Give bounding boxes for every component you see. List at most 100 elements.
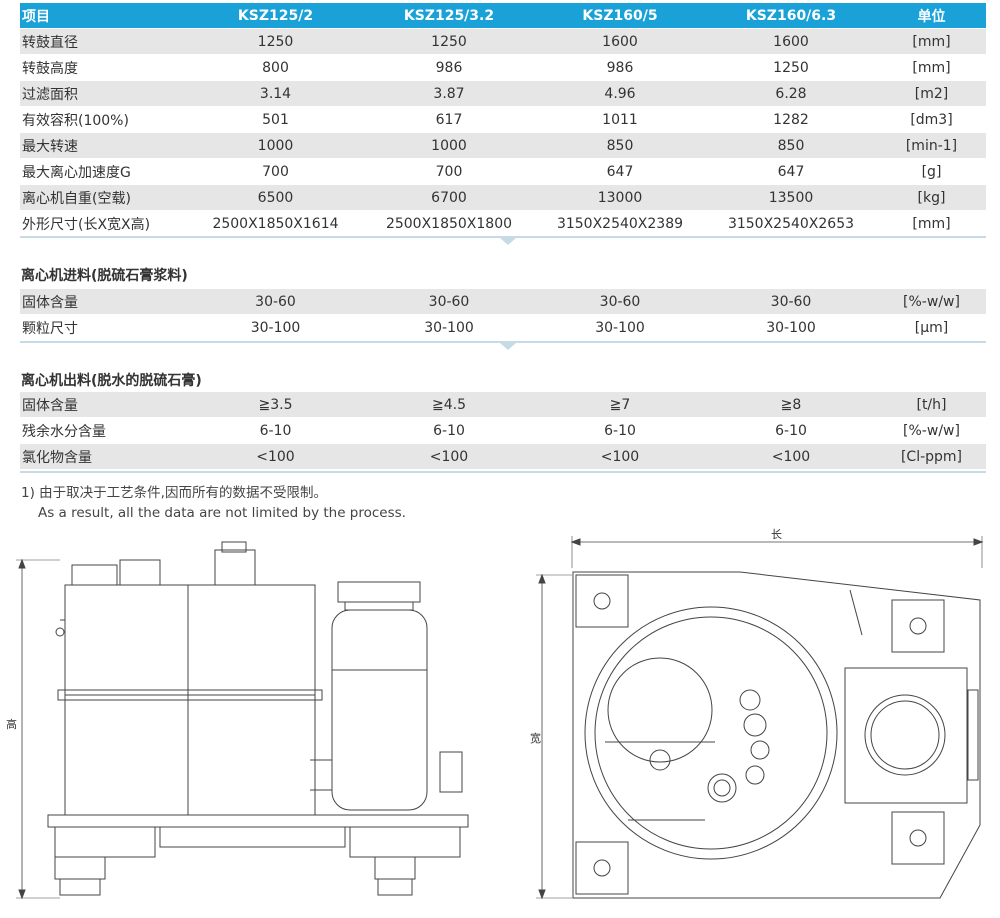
unit-cell: [dm3] xyxy=(877,106,986,133)
row-label: 固体含量 xyxy=(20,289,188,315)
dimension-label-width: 宽 xyxy=(530,732,541,745)
column-header: 单位 xyxy=(877,3,986,29)
value-cell: 4.96 xyxy=(535,80,705,107)
value-cell: 30-60 xyxy=(188,289,363,315)
value-cell: <100 xyxy=(705,443,877,470)
value-cell: 986 xyxy=(535,54,705,81)
row-label: 最大转速 xyxy=(20,132,188,159)
value-cell: <100 xyxy=(535,443,705,470)
row-label: 转鼓直径 xyxy=(20,28,188,55)
value-cell: 6500 xyxy=(188,184,363,211)
section-separator xyxy=(20,236,986,245)
value-cell: 1600 xyxy=(535,28,705,55)
value-cell: 6.28 xyxy=(705,80,877,107)
unit-cell: [t/h] xyxy=(877,392,986,418)
section-title-output: 离心机出料(脱水的脱硫石膏) xyxy=(21,373,202,389)
column-header: KSZ160/5 xyxy=(535,3,705,29)
value-cell: 501 xyxy=(188,106,363,133)
value-cell: 1250 xyxy=(363,28,535,55)
section-title-feed: 离心机进料(脱硫石膏浆料) xyxy=(21,268,188,284)
side-elevation-view xyxy=(16,541,469,900)
value-cell: 2500X1850X1614 xyxy=(188,210,363,237)
value-cell: 3150X2540X2653 xyxy=(705,210,877,237)
section-separator xyxy=(20,471,986,473)
unit-cell: [Cl-ppm] xyxy=(877,443,986,470)
value-cell: 1011 xyxy=(535,106,705,133)
value-cell: ≧3.5 xyxy=(188,392,363,418)
unit-cell: [mm] xyxy=(877,210,986,237)
value-cell: 30-60 xyxy=(705,289,877,315)
unit-cell: [mm] xyxy=(877,28,986,55)
value-cell: 647 xyxy=(535,158,705,185)
table-row: 固体含量≧3.5≧4.5≧7≧8[t/h] xyxy=(20,392,986,418)
footnote-en: As a result, all the data are not limite… xyxy=(38,505,406,521)
unit-cell: [kg] xyxy=(877,184,986,211)
row-label: 残余水分含量 xyxy=(20,417,188,444)
value-cell: 3.14 xyxy=(188,80,363,107)
unit-cell: [%-w/w] xyxy=(877,289,986,315)
value-cell: 13500 xyxy=(705,184,877,211)
value-cell: ≧8 xyxy=(705,392,877,418)
value-cell: 1600 xyxy=(705,28,877,55)
value-cell: 1250 xyxy=(188,28,363,55)
value-cell: 30-100 xyxy=(705,314,877,341)
dimension-label-height: 高 xyxy=(6,718,17,731)
value-cell: <100 xyxy=(363,443,535,470)
value-cell: 2500X1850X1800 xyxy=(363,210,535,237)
value-cell: 30-100 xyxy=(188,314,363,341)
value-cell: 30-100 xyxy=(535,314,705,341)
value-cell: 1000 xyxy=(188,132,363,159)
value-cell: 986 xyxy=(363,54,535,81)
row-label: 离心机自重(空载) xyxy=(20,184,188,211)
unit-cell: [µm] xyxy=(877,314,986,341)
value-cell: 6-10 xyxy=(705,417,877,444)
row-label: 外形尺寸(长X宽X高) xyxy=(20,210,188,237)
row-label: 颗粒尺寸 xyxy=(20,314,188,341)
plan-view xyxy=(536,536,984,900)
value-cell: 6-10 xyxy=(535,417,705,444)
column-header: KSZ125/3.2 xyxy=(363,3,535,29)
unit-cell: [m2] xyxy=(877,80,986,107)
separator-arrow xyxy=(500,238,516,245)
row-label: 有效容积(100%) xyxy=(20,106,188,133)
column-header: KSZ160/6.3 xyxy=(705,3,877,29)
row-label: 氯化物含量 xyxy=(20,443,188,470)
unit-cell: [%-w/w] xyxy=(877,417,986,444)
unit-cell: [min-1] xyxy=(877,132,986,159)
unit-cell: [g] xyxy=(877,158,986,185)
value-cell: 647 xyxy=(705,158,877,185)
value-cell: 1000 xyxy=(363,132,535,159)
separator-arrow xyxy=(500,343,516,350)
value-cell: 850 xyxy=(535,132,705,159)
row-label: 最大离心加速度G xyxy=(20,158,188,185)
value-cell: 700 xyxy=(188,158,363,185)
table-row: 氯化物含量<100<100<100<100[Cl-ppm] xyxy=(20,443,986,470)
dimension-label-length: 长 xyxy=(771,528,782,541)
value-cell: 13000 xyxy=(535,184,705,211)
value-cell: 6700 xyxy=(363,184,535,211)
value-cell: 6-10 xyxy=(363,417,535,444)
value-cell: <100 xyxy=(188,443,363,470)
value-cell: ≧4.5 xyxy=(363,392,535,418)
column-header: 项目 xyxy=(20,3,188,29)
footnote: 1) 由于取决于工艺条件,因而所有的数据不受限制。 As a result, a… xyxy=(21,483,406,523)
value-cell: 6-10 xyxy=(188,417,363,444)
value-cell: 3.87 xyxy=(363,80,535,107)
